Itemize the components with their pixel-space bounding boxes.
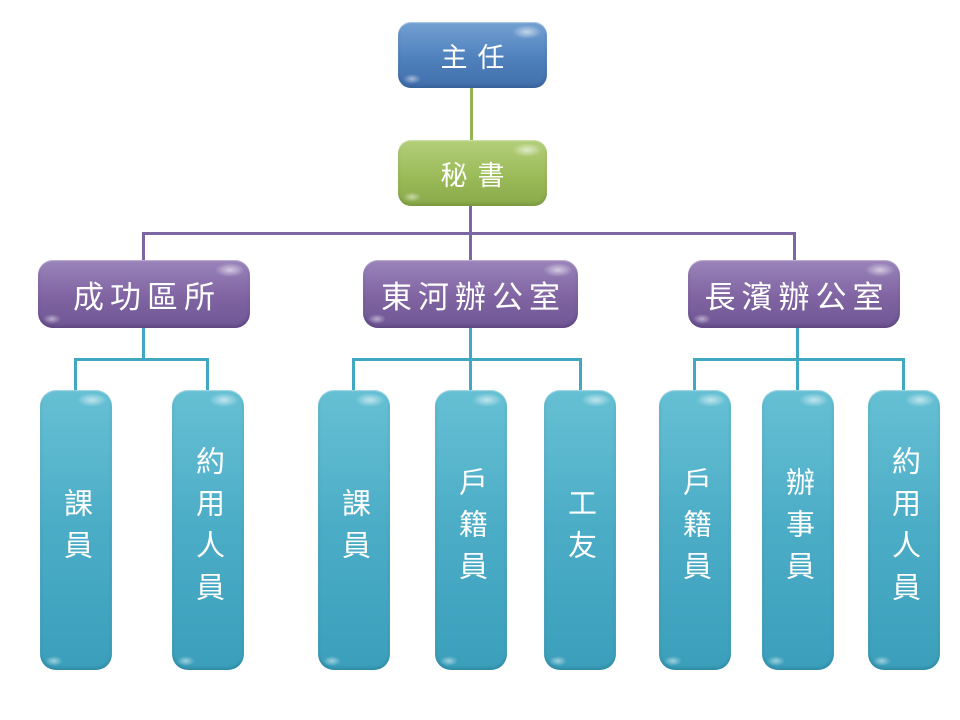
- gloss-highlight: [440, 656, 458, 666]
- gloss-highlight: [43, 314, 61, 324]
- org-node-leaf-b3-1: 戶籍員: [659, 390, 731, 670]
- connector-b3-drop-1: [693, 358, 696, 390]
- gloss-highlight: [209, 393, 239, 407]
- org-node-leaf-b3-3: 約用人員: [868, 390, 940, 670]
- gloss-highlight: [77, 393, 107, 407]
- branch-label: 成功區所: [73, 279, 221, 316]
- connector-b1-stem: [142, 328, 145, 360]
- connector-branch-bus: [142, 232, 796, 235]
- secretary-label: 秘書: [440, 160, 515, 192]
- connector-b2-drop-1: [352, 358, 355, 390]
- gloss-highlight: [403, 74, 421, 84]
- connector-b1-bus: [74, 358, 209, 361]
- leaf-label: 工友: [563, 488, 598, 572]
- leaf-label: 辦事員: [781, 467, 816, 593]
- org-node-leaf-b2-2: 戶籍員: [435, 390, 507, 670]
- gloss-highlight: [323, 656, 341, 666]
- leaf-label: 課員: [59, 488, 94, 572]
- org-node-director: 主任: [398, 22, 547, 88]
- connector-b3-bus: [693, 358, 905, 361]
- gloss-highlight: [664, 656, 682, 666]
- org-node-branch-2: 東河辦公室: [363, 260, 578, 328]
- gloss-highlight: [512, 143, 542, 157]
- connector-branch3-drop: [793, 232, 796, 262]
- leaf-label: 戶籍員: [678, 467, 713, 593]
- org-node-leaf-b2-1: 課員: [318, 390, 390, 670]
- gloss-highlight: [581, 393, 611, 407]
- connector-director-secretary: [470, 88, 473, 140]
- gloss-highlight: [873, 656, 891, 666]
- org-node-leaf-b1-1: 課員: [40, 390, 112, 670]
- connector-b1-drop-1: [74, 358, 77, 390]
- leaf-label: 約用人員: [191, 446, 226, 614]
- leaf-label: 戶籍員: [454, 467, 489, 593]
- org-node-leaf-b1-2: 約用人員: [172, 390, 244, 670]
- gloss-highlight: [905, 393, 935, 407]
- branch-label: 長濱辦公室: [704, 279, 890, 316]
- leaf-label: 約用人員: [887, 446, 922, 614]
- gloss-highlight: [472, 393, 502, 407]
- org-node-branch-1: 成功區所: [38, 260, 250, 328]
- gloss-highlight: [177, 656, 195, 666]
- leaf-label: 課員: [337, 488, 372, 572]
- org-node-secretary: 秘書: [398, 140, 547, 206]
- gloss-highlight: [512, 25, 542, 39]
- gloss-highlight: [403, 192, 421, 202]
- director-label: 主任: [440, 42, 515, 74]
- connector-branch1-drop: [142, 232, 145, 262]
- connector-b2-bus: [352, 358, 582, 361]
- gloss-highlight: [799, 393, 829, 407]
- org-node-branch-3: 長濱辦公室: [688, 260, 900, 328]
- connector-b1-drop-2: [206, 358, 209, 390]
- org-node-leaf-b2-3: 工友: [544, 390, 616, 670]
- connector-b3-drop-3: [902, 358, 905, 390]
- connector-b2-drop-3: [579, 358, 582, 390]
- gloss-highlight: [549, 656, 567, 666]
- gloss-highlight: [355, 393, 385, 407]
- gloss-highlight: [767, 656, 785, 666]
- branch-label: 東河辦公室: [381, 279, 566, 316]
- org-node-leaf-b3-2: 辦事員: [762, 390, 834, 670]
- gloss-highlight: [696, 393, 726, 407]
- gloss-highlight: [45, 656, 63, 666]
